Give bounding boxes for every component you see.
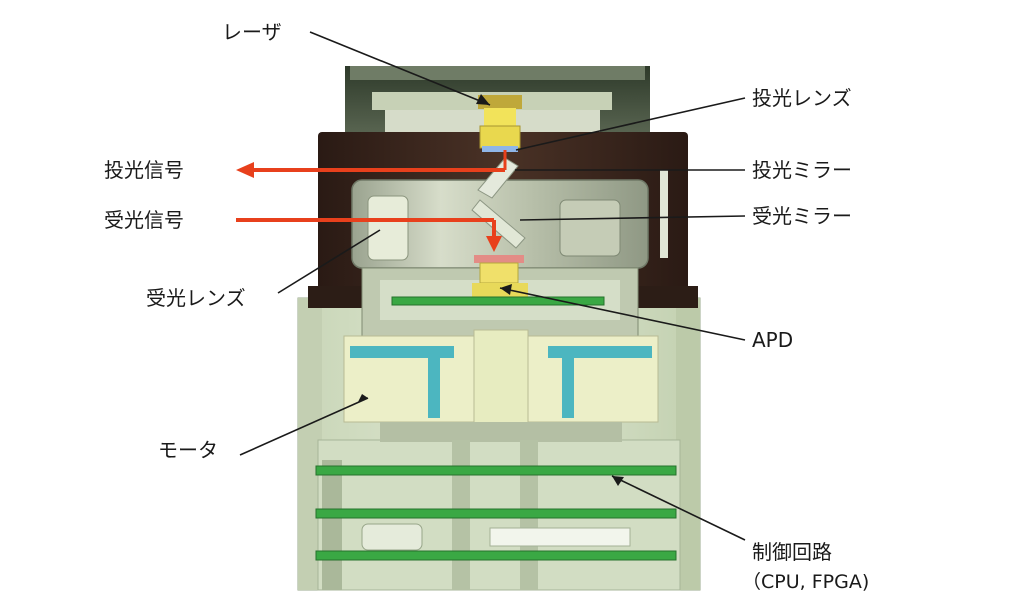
motor-label: モータ (158, 438, 218, 462)
apd-sensor (472, 255, 528, 297)
tx-lens-label: 投光レンズ (752, 86, 852, 110)
rx-signal-label: 受光信号 (104, 208, 184, 232)
control-circuit-label: 制御回路 (752, 540, 832, 564)
rx-mirror-leader (519, 215, 746, 221)
rx-lens-label: 受光レンズ (146, 286, 246, 310)
control-circuit-leader (611, 475, 746, 541)
apd-leader (499, 287, 746, 341)
rx-mirror-label: 受光ミラー (752, 204, 852, 228)
tx-signal-label: 投光信号 (104, 158, 184, 182)
motor-leader (239, 397, 369, 456)
tx-signal-arrowhead (236, 162, 254, 178)
tx-mirror-label: 投光ミラー (752, 158, 852, 182)
tx-lens-leader (515, 97, 746, 151)
laser-leader (309, 31, 491, 106)
leader-arrowheads (358, 94, 624, 486)
rx-lens-leader (277, 229, 381, 294)
mirrors (471, 157, 526, 249)
control-circuit-detail-label: （CPU, FPGA) (742, 571, 870, 593)
laser-label: レーザ (222, 20, 282, 44)
apd-label: APD (752, 328, 794, 352)
laser-unit (478, 95, 522, 152)
rx-signal-arrowhead (486, 236, 502, 252)
motor-assembly (343, 329, 659, 442)
leader-lines (239, 31, 746, 541)
signal-arrows (236, 150, 507, 252)
circuit-boards (315, 296, 677, 561)
